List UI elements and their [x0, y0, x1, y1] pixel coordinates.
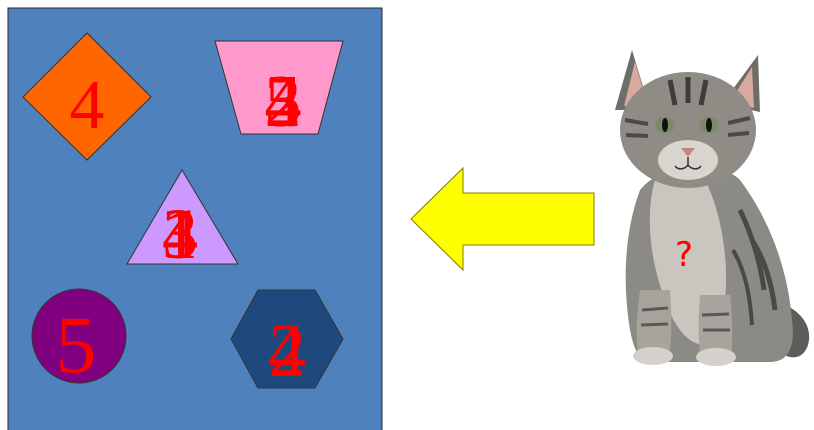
- diamond-number-label: 4: [70, 67, 105, 144]
- hexagon-number-label: 2: [268, 309, 306, 393]
- circle-labels: 5: [56, 299, 97, 390]
- circle-number-label: 5: [56, 299, 97, 390]
- diamond-shape: 4: [22, 32, 152, 161]
- left-arrow: [410, 166, 595, 272]
- question-mark: ?: [675, 235, 693, 275]
- hexagon-labels: 24: [268, 309, 306, 393]
- kitten-image: ?: [615, 50, 810, 366]
- hexagon-shape: 24: [230, 289, 344, 393]
- triangle-number-label: 4: [162, 194, 198, 274]
- trapezoid-number-label: 2: [265, 61, 302, 143]
- diamond-labels: 4: [70, 67, 105, 144]
- triangle-shape: 413: [126, 169, 239, 274]
- trapezoid-number-label: 5: [265, 61, 302, 143]
- trapezoid-number-label: 4: [265, 61, 302, 143]
- hexagon-number-label: 4: [268, 309, 306, 393]
- trapezoid-number-label: 3: [265, 61, 302, 143]
- triangle-number-label: 3: [162, 194, 198, 274]
- triangle-labels: 413: [162, 194, 198, 274]
- circle-shape: 5: [31, 288, 127, 390]
- triangle-number-label: 1: [162, 194, 198, 274]
